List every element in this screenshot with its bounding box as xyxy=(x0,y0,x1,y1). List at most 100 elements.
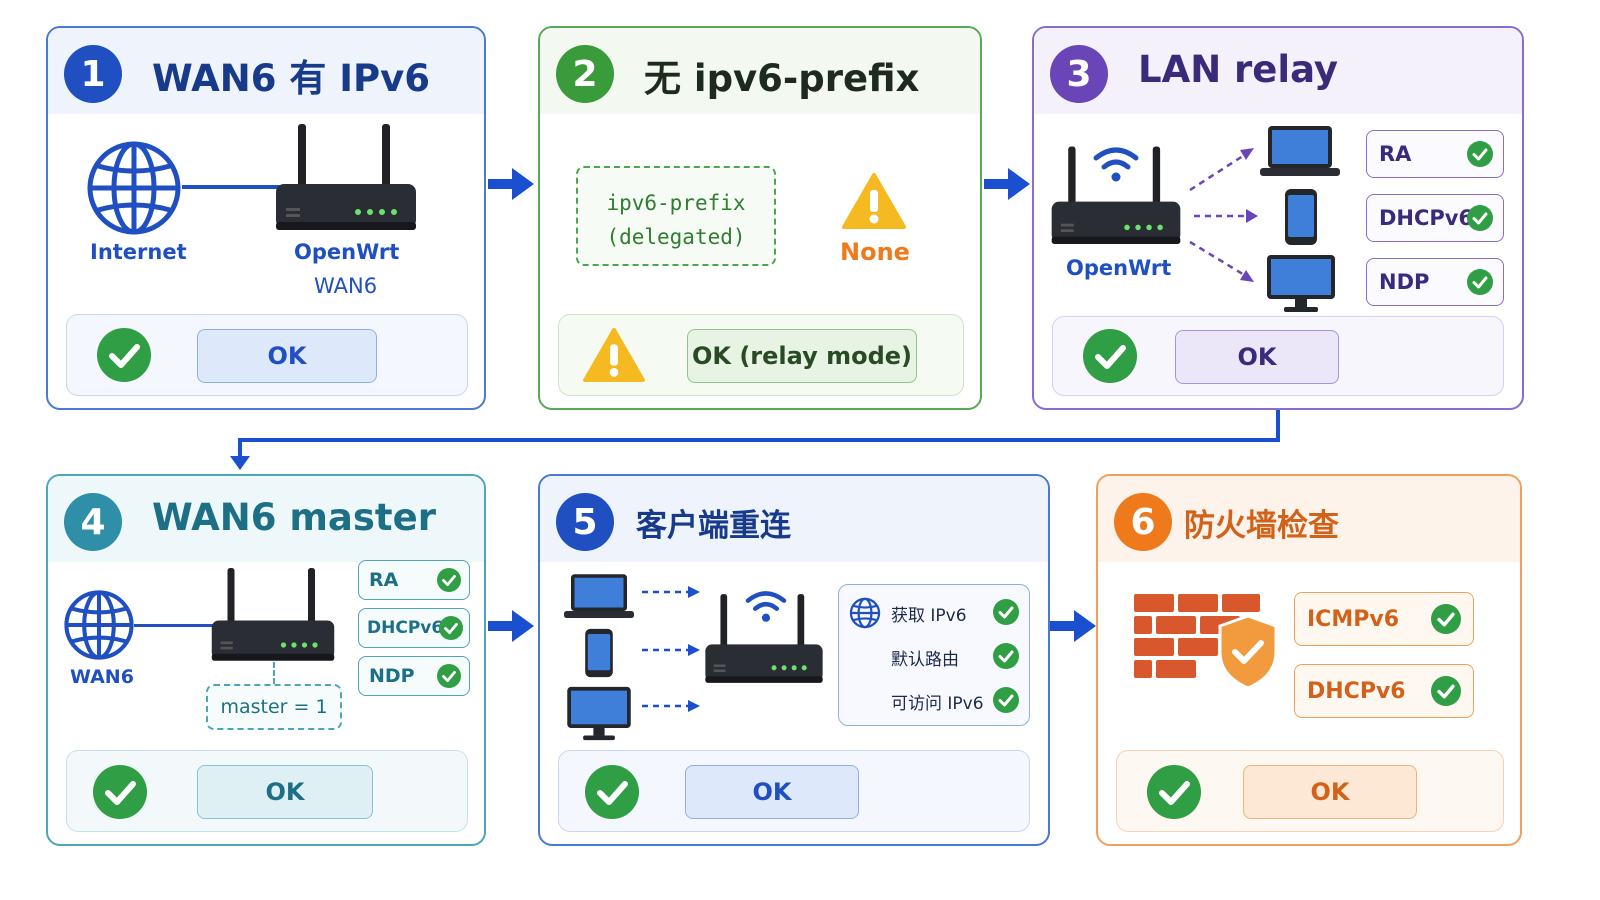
dhcpv6-tag: DHCPv6 xyxy=(1294,664,1474,718)
laptop-icon xyxy=(564,574,634,618)
step-4-header: 4 WAN6 master xyxy=(48,476,484,562)
ndp-label: NDP xyxy=(1379,270,1430,294)
wan6-label: WAN6 xyxy=(70,666,134,688)
client-checklist: 获取 IPv6 默认路由 可访问 IPv6 xyxy=(838,584,1030,726)
dhcpv6-tag: DHCPv6 xyxy=(1366,194,1504,242)
wan6-link-line xyxy=(134,624,214,627)
check-icon xyxy=(993,599,1019,625)
step-3-ok-button[interactable]: OK xyxy=(1175,330,1339,384)
step-4-panel: 4 WAN6 master WAN6 master = 1 RA DHCPv6 xyxy=(46,474,486,846)
router-icon xyxy=(1051,146,1181,244)
monitor-icon xyxy=(567,686,631,741)
step-1-ok-button[interactable]: OK xyxy=(197,329,377,383)
step-6-number-badge: 6 xyxy=(1114,493,1172,551)
openwrt-label: OpenWrt xyxy=(1066,256,1172,280)
check-icon xyxy=(1431,676,1461,706)
reconnect-arrows xyxy=(642,586,700,712)
globe-icon xyxy=(64,590,134,660)
check-icon xyxy=(437,664,461,688)
master-dashed-link xyxy=(273,662,275,684)
flow-connector-3-4 xyxy=(230,410,1280,470)
step-4-number-badge: 4 xyxy=(64,493,122,551)
router-icon xyxy=(276,124,416,230)
ra-label: RA xyxy=(369,569,399,591)
globe-icon xyxy=(87,141,181,235)
step-3-header: 3 LAN relay xyxy=(1034,28,1522,114)
check-icon xyxy=(93,765,147,819)
check-icon xyxy=(439,616,463,640)
check-icon xyxy=(1431,604,1461,634)
step-2-result-box: OK (relay mode) xyxy=(558,314,964,396)
step-4-title: WAN6 master xyxy=(152,496,436,539)
step-1-number-badge: 1 xyxy=(64,45,122,103)
step-1-title: WAN6 有 IPv6 xyxy=(152,57,431,100)
warning-icon xyxy=(842,173,906,229)
ndp-label: NDP xyxy=(369,665,415,687)
step-3-number-badge: 3 xyxy=(1050,45,1108,103)
step-3-result-box: OK xyxy=(1052,316,1504,396)
step-4-result-box: OK xyxy=(66,750,468,832)
flow-arrow-2-3 xyxy=(984,168,1030,200)
flow-arrow-5-6 xyxy=(1050,610,1096,642)
icmpv6-tag: ICMPv6 xyxy=(1294,592,1474,646)
step-6-header: 6 防火墙检查 xyxy=(1098,476,1520,562)
openwrt-label: OpenWrt xyxy=(294,240,400,264)
prefix-line-1: ipv6-prefix xyxy=(606,191,746,215)
ipv6-prefix-box: ipv6-prefix (delegated) xyxy=(576,166,776,266)
step-5-ok-button[interactable]: OK xyxy=(685,765,859,819)
dhcpv6-label: DHCPv6 xyxy=(1379,206,1474,230)
flow-arrow-1-2 xyxy=(488,168,534,200)
dhcpv6-label: DHCPv6 xyxy=(367,618,444,638)
step-1-panel: 1 WAN6 有 IPv6 Internet OpenWrt WAN6 OK xyxy=(46,26,486,410)
globe-icon xyxy=(849,597,881,629)
router-icon xyxy=(705,594,823,683)
wifi-icon xyxy=(1093,147,1139,182)
internet-label: Internet xyxy=(90,240,187,264)
check-icon xyxy=(97,328,151,382)
master-label: master = 1 xyxy=(220,696,328,718)
check-item-reach-ipv6: 可访问 IPv6 xyxy=(891,694,984,714)
step-5-panel: 5 客户端重连 xyxy=(538,474,1050,846)
check-icon xyxy=(1467,269,1493,295)
relay-arrows xyxy=(1189,148,1258,282)
step-3-panel: 3 LAN relay OpenWrt xyxy=(1032,26,1524,410)
step-6-result-box: OK xyxy=(1116,750,1504,832)
check-icon xyxy=(1467,205,1493,231)
monitor-icon xyxy=(1267,255,1335,312)
check-icon xyxy=(1147,765,1201,819)
step-6-title: 防火墙检查 xyxy=(1184,508,1339,544)
ra-tag: RA xyxy=(358,560,470,600)
none-label: None xyxy=(840,238,910,266)
step-5-title: 客户端重连 xyxy=(636,508,791,544)
step-2-header: 2 无 ipv6-prefix xyxy=(540,28,980,114)
check-icon xyxy=(437,568,461,592)
check-icon xyxy=(1083,329,1137,383)
check-item-get-ipv6: 获取 IPv6 xyxy=(891,606,967,626)
phone-icon xyxy=(585,628,613,678)
ndp-tag: NDP xyxy=(1366,258,1504,306)
phone-icon xyxy=(1285,189,1317,245)
check-icon xyxy=(993,643,1019,669)
step-2-ok-button[interactable]: OK (relay mode) xyxy=(687,329,917,383)
step-4-ok-button[interactable]: OK xyxy=(197,765,373,819)
check-icon xyxy=(585,765,639,819)
ra-tag: RA xyxy=(1366,130,1504,178)
dhcpv6-label: DHCPv6 xyxy=(1307,678,1406,704)
check-item-default-route: 默认路由 xyxy=(891,650,959,670)
icmpv6-label: ICMPv6 xyxy=(1307,606,1399,632)
step-3-title: LAN relay xyxy=(1138,48,1339,91)
dhcpv6-tag: DHCPv6 xyxy=(358,608,470,648)
master-setting-box: master = 1 xyxy=(206,684,342,730)
internet-link-line xyxy=(182,185,282,189)
wifi-icon xyxy=(745,591,787,622)
laptop-icon xyxy=(1260,126,1340,176)
step-6-panel: 6 防火墙检查 ICMPv6 DHCPv6 OK xyxy=(1096,474,1522,846)
ra-label: RA xyxy=(1379,142,1412,166)
step-1-result-box: OK xyxy=(66,314,468,396)
step-6-ok-button[interactable]: OK xyxy=(1243,765,1417,819)
step-2-title: 无 ipv6-prefix xyxy=(644,57,920,100)
step-1-header: 1 WAN6 有 IPv6 xyxy=(48,28,484,114)
step-5-number-badge: 5 xyxy=(556,493,614,551)
firewall-icon xyxy=(1134,594,1260,678)
step-2-number-badge: 2 xyxy=(556,45,614,103)
